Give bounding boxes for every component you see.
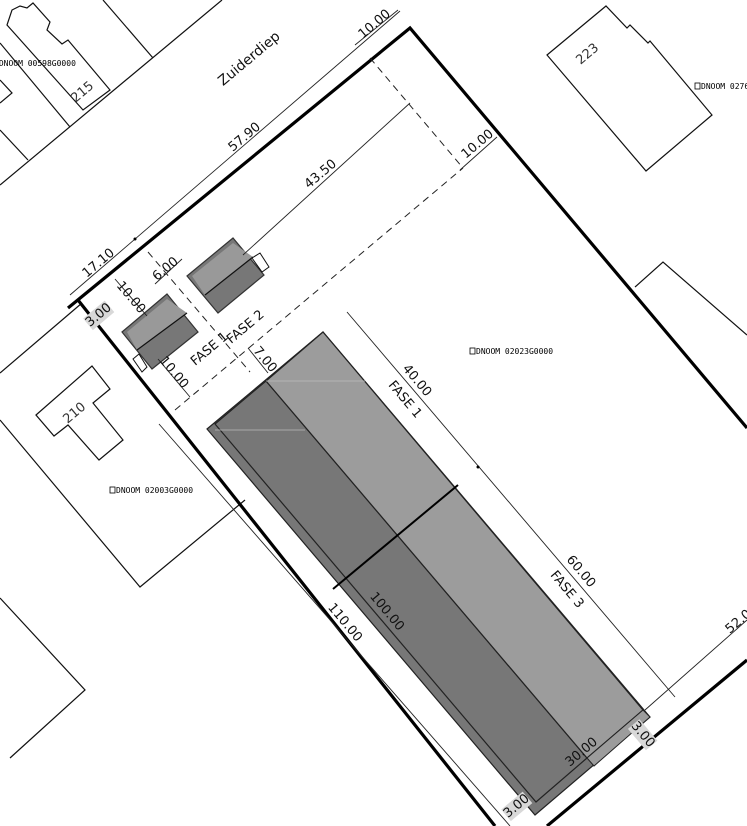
- dim-edge-3-right: 3.00: [628, 719, 658, 751]
- dim-small-10-b: 10.00: [156, 354, 191, 392]
- road-south-edge: [0, 302, 83, 374]
- parcel-code-main: DNOOM 02023G0000: [476, 347, 553, 356]
- dim-gap-6: 6.00: [150, 254, 182, 284]
- plot-boundary: [66, 25, 747, 826]
- dim-small-10-a: 10.00: [113, 279, 148, 317]
- parcel-code-right-top: DNOOM 0276: [701, 82, 747, 91]
- road-north-edge: [0, 0, 223, 186]
- parcel-210-outline: [0, 419, 246, 588]
- small-building-fase2: [186, 237, 270, 314]
- neighbour-lines: [0, 0, 747, 759]
- phase-division-line: [332, 484, 459, 590]
- phase-boundaries: [147, 57, 464, 411]
- house-number-223: 223: [573, 41, 602, 68]
- dim-setback: 43.50: [302, 157, 340, 192]
- house-215-outline: [6, 2, 111, 111]
- street-name: Zuiderdiep: [215, 28, 283, 89]
- dim-frontage: 57.90: [226, 120, 264, 155]
- parcel-line: [634, 261, 747, 336]
- dim-right-10: 10.00: [459, 127, 497, 162]
- parcel-marker-icon: [109, 486, 116, 494]
- dim-front-left: 17.10: [80, 246, 118, 281]
- dimension-lines: [69, 9, 747, 826]
- parcel-marker-icon: [469, 347, 476, 355]
- house-number-210: 210: [60, 400, 89, 427]
- dim-top-offset: 10.00: [356, 7, 394, 42]
- parcel-code-left-top: ODNOOM 00598G0000: [0, 59, 76, 68]
- main-hall: [206, 331, 651, 816]
- house-223-outline: [546, 5, 713, 172]
- parcel-line: [102, 0, 154, 59]
- parcel-line: [0, 129, 29, 161]
- parcel-code-left: DNOOM 02003G0000: [116, 486, 193, 495]
- dim-right-52: 52.00: [723, 602, 747, 637]
- house-210-outline: [35, 365, 124, 461]
- parcel-line: [0, 42, 71, 128]
- house-outline: [0, 79, 13, 104]
- parcel-line: [0, 597, 86, 759]
- small-building-fase1: [121, 293, 199, 373]
- house-number-215: 215: [68, 79, 97, 106]
- parcel-marker-icon: [694, 82, 701, 90]
- label-fase2-small: FASE 2: [224, 307, 267, 347]
- dim-hall-7: 7.00: [250, 344, 280, 376]
